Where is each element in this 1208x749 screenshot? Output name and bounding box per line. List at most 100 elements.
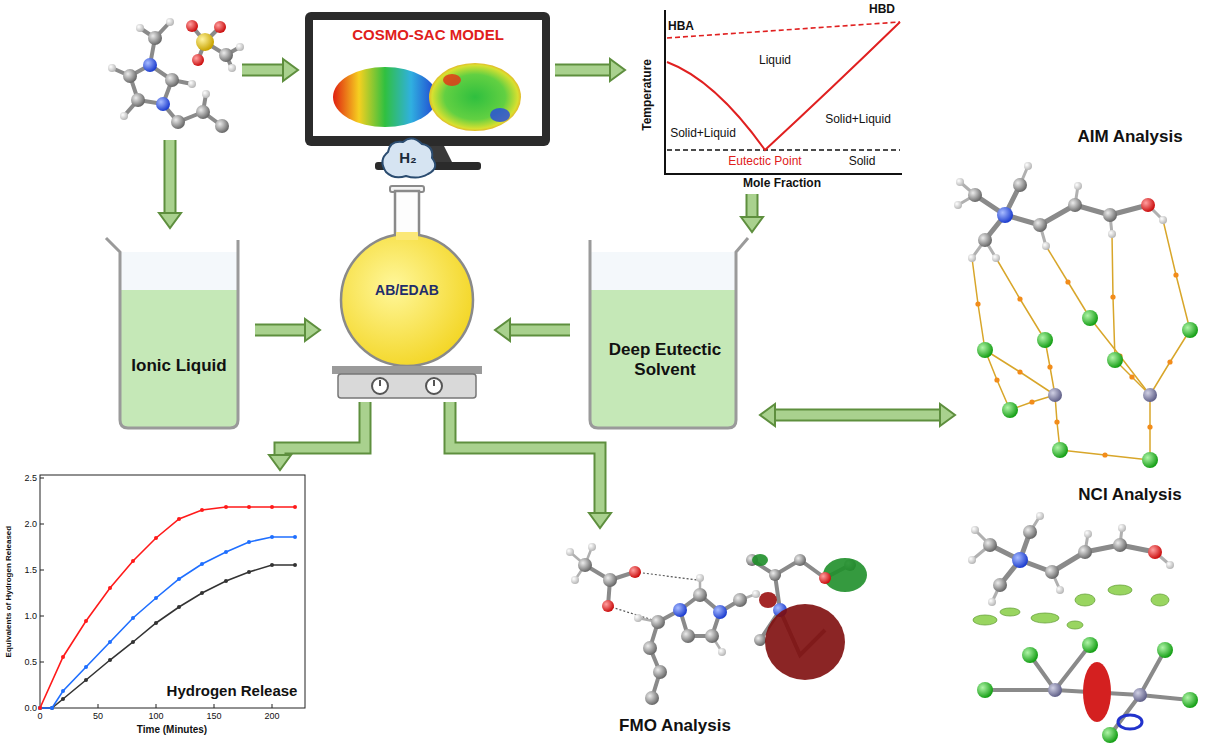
hydrogen-release-plot xyxy=(40,478,272,708)
ionic-liquid-molecule xyxy=(215,119,229,133)
computer-monitor xyxy=(305,12,550,146)
arrow-outline xyxy=(510,324,570,337)
arrow-outline xyxy=(746,194,759,217)
phase-diagram-plot xyxy=(665,10,902,174)
chart-title: Hydrogen Release xyxy=(162,682,302,699)
ionic-liquid-molecule xyxy=(148,31,162,45)
ionic-liquid-molecule xyxy=(188,80,196,88)
axis-title: Equivalents of Hydrogen Released xyxy=(4,492,13,692)
ionic-liquid-molecule xyxy=(156,97,170,111)
aim-molecular-graph xyxy=(1159,216,1167,224)
fmo-orbital-figure xyxy=(693,588,707,602)
arrow-outline xyxy=(775,409,940,422)
ionic-liquid-molecule xyxy=(196,33,214,51)
ionic-liquid-molecule xyxy=(123,69,137,83)
arrow-head xyxy=(760,404,775,426)
aim-molecular-graph xyxy=(1143,388,1157,402)
aim-molecular-graph xyxy=(1141,198,1155,212)
nci-isosurface-figure xyxy=(973,615,997,625)
fmo-orbital-figure xyxy=(643,641,657,655)
hydrogen-cloud: H₂ xyxy=(380,136,436,182)
fmo-orbital-figure xyxy=(819,572,831,584)
gas-label: H₂ xyxy=(383,149,433,166)
beaker-label: Deep Eutectic Solvent xyxy=(590,340,740,379)
aim-molecular-graph xyxy=(954,201,962,209)
aim-molecular-graph xyxy=(978,233,992,247)
nci-isosurface-figure xyxy=(1036,512,1044,520)
aim-molecular-graph xyxy=(1013,178,1027,192)
nci-isosurface-figure xyxy=(1083,662,1111,722)
beaker-label: Ionic Liquid xyxy=(109,356,249,376)
reaction-flask: AB/EDAB xyxy=(320,184,495,402)
aim-molecular-graph xyxy=(992,254,1000,262)
aim-molecular-graph xyxy=(1037,332,1053,348)
fmo-orbital-figure xyxy=(752,554,768,566)
phase-diagram-plot xyxy=(665,10,902,174)
phase-diagram-plot xyxy=(667,149,900,150)
panel-title: FMO Analysis xyxy=(605,716,745,736)
flask-on-hotplate xyxy=(341,234,473,366)
tick-label: 1.0 xyxy=(15,611,37,621)
beaker xyxy=(590,238,748,428)
nci-isosurface-figure xyxy=(1084,530,1092,538)
nci-isosurface-figure xyxy=(1157,642,1173,658)
aim-panel: AIM Analysis xyxy=(955,122,1208,478)
fmo-orbital-figure xyxy=(696,574,704,582)
nci-isosurface-figure xyxy=(990,532,1155,585)
fmo-orbital-figure xyxy=(578,558,592,572)
aim-molecular-graph xyxy=(1082,310,1098,326)
fmo-orbital-figure xyxy=(566,543,867,705)
block-arrow xyxy=(495,319,570,341)
arrow-outline xyxy=(255,324,305,337)
arrow-body xyxy=(510,326,570,335)
arrow-outline xyxy=(280,402,365,455)
ionic-liquid-molecule xyxy=(228,64,236,72)
region-label: Solid+Liquid xyxy=(666,127,740,141)
flask-on-hotplate xyxy=(332,186,482,398)
fmo-orbital-figure xyxy=(634,614,642,622)
ionic-liquid-molecule xyxy=(120,112,128,120)
arrow-head xyxy=(495,319,510,341)
eutectic-label: Eutectic Point xyxy=(715,155,815,169)
aim-molecular-graph xyxy=(975,185,1148,240)
fmo-orbital-figure xyxy=(651,615,665,629)
phase-diagram-plot xyxy=(667,22,900,38)
des-beaker: Deep Eutectic Solvent xyxy=(570,232,760,430)
nci-isosurface-figure xyxy=(1182,692,1198,708)
arrow-head xyxy=(940,404,955,426)
block-arrow xyxy=(255,319,320,341)
nci-isosurface-figure xyxy=(968,512,1198,743)
aim-molecular-graph xyxy=(1033,218,1047,232)
block-arrow xyxy=(269,402,365,470)
nci-isosurface-figure xyxy=(1151,594,1169,606)
aim-molecular-graph xyxy=(956,178,964,186)
ionic-liquid-molecule xyxy=(214,21,226,33)
fmo-orbital-figure xyxy=(754,634,766,646)
block-arrow xyxy=(159,213,181,228)
axis-title: Mole Fraction xyxy=(727,177,837,191)
aim-molecular-graph xyxy=(1046,246,1090,318)
aim-molecular-graph xyxy=(1090,318,1150,395)
flask-on-hotplate xyxy=(338,374,476,398)
axis-end-label: HBA xyxy=(661,20,701,34)
nci-isosurface-figure xyxy=(1056,586,1064,594)
aim-molecular-graph xyxy=(1068,198,1082,212)
fmo-orbital-figure xyxy=(602,600,614,612)
nci-isosurface-figure xyxy=(1031,613,1059,623)
nci-panel: NCI Analysis xyxy=(955,482,1208,745)
ionic-liquid-molecule xyxy=(165,73,179,87)
aim-molecular-graph xyxy=(1163,220,1190,330)
aim-molecular-graph xyxy=(954,162,1198,468)
nci-isosurface-figure xyxy=(971,526,979,534)
phase-diagram: HBAHBDTemperatureLiquidSolid+LiquidSolid… xyxy=(625,2,905,194)
arrow-head xyxy=(269,455,291,470)
ionic-liquid-molecule xyxy=(192,54,204,66)
ionic-liquid-molecule xyxy=(171,115,185,129)
fmo-orbital-figure xyxy=(673,603,687,617)
tick-label: 2.5 xyxy=(15,473,37,483)
arrow-head xyxy=(305,319,320,341)
fmo-orbital-figure xyxy=(752,590,760,598)
aim-molecular-graph xyxy=(1112,234,1115,360)
beaker xyxy=(106,238,238,428)
fmo-orbital-figure xyxy=(588,543,596,551)
